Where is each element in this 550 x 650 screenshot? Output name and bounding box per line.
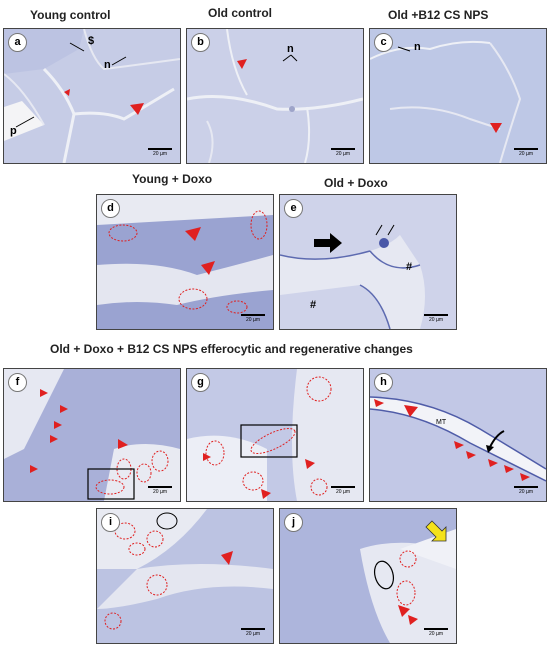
panel-i: i 20 µm (96, 508, 274, 644)
panel-g-letter: g (191, 373, 210, 392)
panel-d: d 20 µm (96, 194, 274, 330)
panel-b-label-n: n (287, 43, 294, 55)
panel-g-micrograph (187, 369, 363, 501)
panel-i-letter: i (101, 513, 120, 532)
panel-a-letter: a (8, 33, 27, 52)
panel-f-micrograph (4, 369, 180, 501)
panel-e-scale-bar: 20 µm (424, 314, 448, 323)
panel-a-label-p: p (10, 125, 17, 137)
title-old-doxo: Old + Doxo (324, 176, 388, 190)
title-young-control: Young control (30, 8, 111, 22)
panel-c: c n 20 µm (369, 28, 547, 164)
panel-d-micrograph (97, 195, 273, 329)
title-young-doxo: Young + Doxo (132, 172, 213, 186)
title-old-b12: Old +B12 CS NPS (388, 8, 489, 22)
panel-c-micrograph (370, 29, 546, 163)
panel-e-micrograph (280, 195, 456, 329)
panel-a-scale-bar: 20 µm (148, 148, 172, 157)
panel-b-scale-bar: 20 µm (331, 148, 355, 157)
panel-h: h MT 20 µm (369, 368, 547, 502)
panel-d-scale-bar: 20 µm (241, 314, 265, 323)
panel-j: j 20 µm (279, 508, 457, 644)
panel-e: e # # 20 µm (279, 194, 457, 330)
panel-h-scale-bar: 20 µm (514, 486, 538, 495)
panel-c-letter: c (374, 33, 393, 52)
panel-i-scale-bar: 20 µm (241, 628, 265, 637)
panel-b: b n 20 µm (186, 28, 364, 164)
panel-f: f 20 µm (3, 368, 181, 502)
panel-h-letter: h (374, 373, 393, 392)
panel-j-micrograph (280, 509, 456, 643)
panel-f-letter: f (8, 373, 27, 392)
panel-e-letter: e (284, 199, 303, 218)
panel-f-scale-bar: 20 µm (148, 486, 172, 495)
panel-e-label-hash-2: # (310, 299, 317, 311)
panel-c-scale-bar: 20 µm (514, 148, 538, 157)
panel-h-micrograph (370, 369, 546, 501)
panel-b-micrograph (187, 29, 363, 163)
panel-g: g 20 µm (186, 368, 364, 502)
title-old-control: Old control (208, 6, 272, 20)
panel-i-micrograph (97, 509, 273, 643)
panel-b-letter: b (191, 33, 210, 52)
title-old-doxo-b12: Old + Doxo + B12 CS NPS efferocytic and … (50, 342, 413, 356)
panel-c-label-n: n (414, 41, 421, 53)
panel-h-label-mt: MT (436, 419, 447, 426)
panel-a-label-dollar: $ (88, 35, 95, 47)
panel-d-letter: d (101, 199, 120, 218)
panel-g-scale-bar: 20 µm (331, 486, 355, 495)
panel-j-letter: j (284, 513, 303, 532)
panel-a: a $ n p 20 µm (3, 28, 181, 164)
panel-a-micrograph (4, 29, 180, 163)
panel-j-scale-bar: 20 µm (424, 628, 448, 637)
panel-e-label-hash-1: # (406, 261, 413, 273)
panel-a-label-n: n (104, 59, 111, 71)
